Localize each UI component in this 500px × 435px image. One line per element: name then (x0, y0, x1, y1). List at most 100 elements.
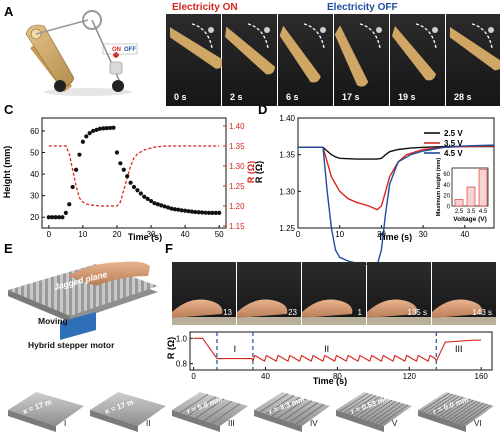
inset-bar (466, 186, 476, 207)
height-point (145, 196, 150, 201)
wheel-left (54, 80, 66, 92)
frame-time-label: 1 (358, 308, 363, 317)
electricity-on-label: Electricity ON (172, 2, 238, 13)
height-point (87, 130, 92, 136)
inset-x-tick-label: 4.5 (479, 209, 488, 215)
height-point (50, 215, 55, 220)
height-point (114, 150, 120, 155)
surface-ridge (355, 397, 385, 417)
y2-tick-label: 1.25 (229, 182, 245, 191)
surface-ridge (431, 395, 460, 415)
legend-label: 2.5 V (444, 129, 463, 138)
jagged-plane-strip (237, 317, 301, 325)
height-point (128, 180, 133, 185)
panel-label-b: B (166, 4, 175, 19)
inset-y-tick-label: 20 (443, 194, 450, 200)
surface-tile: r = 0.53 mmV (336, 392, 412, 432)
chart-f-marks (193, 337, 482, 363)
frame-time-label: 6 s (286, 92, 299, 102)
surface-ridge (351, 396, 381, 416)
motion-arrow-icon (415, 23, 437, 49)
frame-time-label: 0 s (174, 92, 187, 102)
finger-photo (367, 299, 418, 318)
height-point (176, 207, 181, 212)
height-point (94, 127, 99, 132)
inset-y-label: Maximum height (mm) (436, 158, 442, 217)
pulley-icon (432, 27, 438, 33)
height-point (189, 209, 195, 214)
inset-bar (454, 199, 464, 207)
panel-label-f: F (165, 241, 173, 256)
y2-tick-label: 1.40 (229, 122, 245, 131)
height-point (193, 209, 198, 215)
surface-roman-label: I (64, 419, 66, 428)
surface-ridge (448, 400, 478, 421)
frame-time-label: 143 s (472, 308, 492, 317)
jagged-plane-strip (367, 317, 431, 325)
y-tick-label: 20 (30, 213, 39, 222)
y-tick-label: 40 (30, 170, 39, 179)
height-point (155, 202, 160, 207)
height-point (200, 210, 205, 215)
height-point (159, 203, 164, 208)
frame-time-label: 28 s (454, 92, 472, 102)
surface-ridge (283, 400, 313, 421)
inset-bar (478, 169, 488, 207)
chart-f-x-label: Time (s) (313, 376, 347, 386)
height-point (183, 208, 188, 213)
chart-d-legend: 2.5 V3.5 V4.5 V (424, 129, 463, 158)
pulley-icon (376, 27, 382, 33)
chart-c-marks (46, 125, 222, 220)
height-point (165, 205, 171, 210)
motion-arrow-icon (191, 23, 213, 49)
y-tick-label: 30 (30, 192, 39, 201)
y2-tick-label: 1.30 (229, 162, 245, 171)
height-point (148, 198, 154, 204)
frame-time-label: 2 s (230, 92, 243, 102)
lever-arm (334, 25, 369, 87)
surface-ridge (367, 401, 397, 421)
panel-b-sequence: Electricity ON Electricity OFF 0 s 2 s 6 s… (166, 2, 500, 106)
surface-ridge (375, 403, 405, 424)
height-point (104, 126, 109, 131)
chart-c-y-label: Height (mm) (2, 146, 12, 199)
motion-arrow-icon (247, 23, 269, 49)
y2-tick-label: 1.15 (229, 222, 245, 231)
x-tick-label: 20 (377, 230, 386, 239)
plot-frame (297, 117, 495, 229)
legend-label: 3.5 V (444, 139, 463, 148)
height-point (162, 204, 167, 209)
lever-photo (279, 25, 321, 83)
height-point (121, 167, 126, 172)
x-tick-label: 10 (78, 230, 87, 239)
height-point (217, 210, 222, 216)
surface-ridge (259, 393, 289, 413)
jagged-plane-strip (432, 317, 496, 325)
surface-roman-label: IV (310, 419, 318, 428)
height-point (84, 134, 89, 139)
panel-a-mechanism: ON OFF (25, 10, 138, 96)
surface-ridge (179, 393, 209, 414)
electricity-off-label: Electricity OFF (327, 2, 398, 13)
frame-time-label: 23 (288, 308, 297, 317)
height-point (125, 174, 130, 179)
surface-ridge (445, 399, 474, 420)
x-tick-label: 30 (419, 230, 428, 239)
inset-x-tick-label: 3.5 (467, 209, 476, 215)
surface-top (8, 392, 84, 426)
finger-photo (302, 299, 353, 318)
off-label: OFF (124, 47, 136, 53)
surface-roman-label: V (392, 419, 398, 428)
height-point (91, 128, 96, 134)
switch-frame (102, 43, 138, 55)
height-point (101, 126, 106, 131)
y-tick-label: 1.40 (279, 114, 295, 123)
surface-side (418, 410, 466, 432)
finger-photo (172, 299, 223, 318)
x-tick-label: 10 (335, 230, 344, 239)
muscle-fiber-icon (113, 52, 119, 58)
